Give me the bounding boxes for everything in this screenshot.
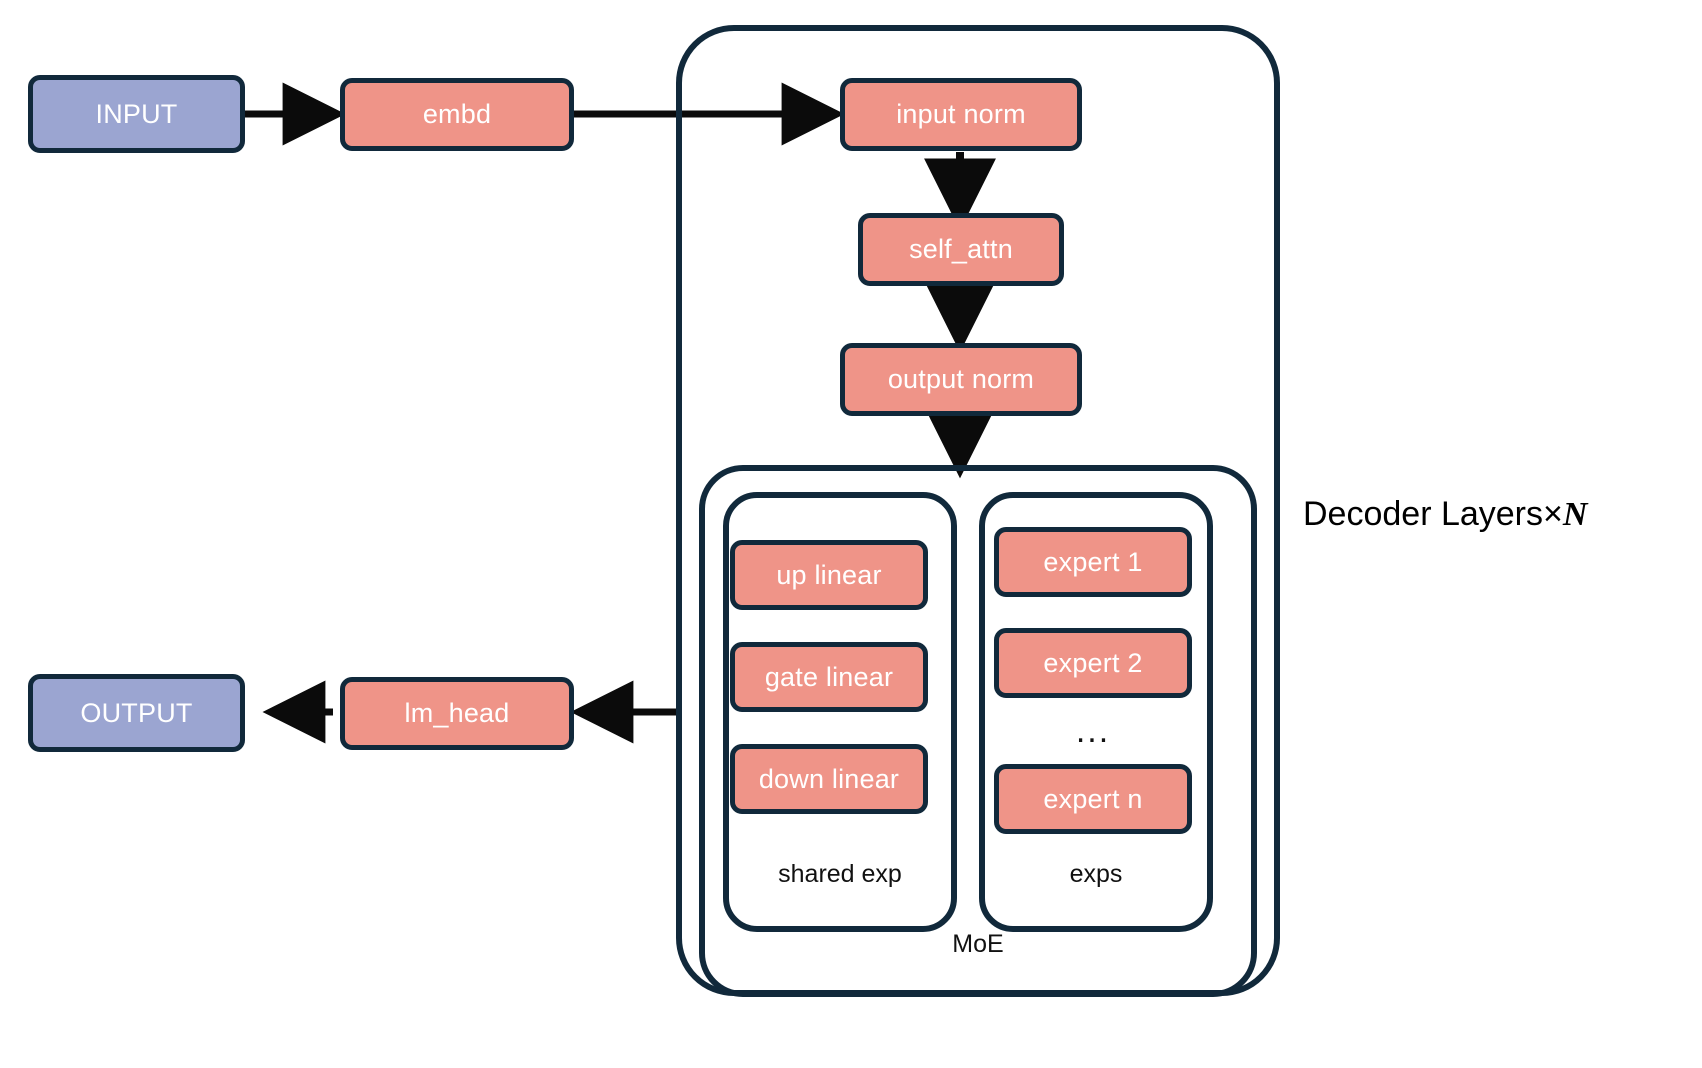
node-expert-n[interactable]: expert n xyxy=(994,764,1192,834)
moe-container xyxy=(699,465,1257,997)
node-input[interactable]: INPUT xyxy=(28,75,245,153)
node-gate-linear[interactable]: gate linear xyxy=(730,642,928,712)
node-input-norm[interactable]: input norm xyxy=(840,78,1082,151)
node-output-norm[interactable]: output norm xyxy=(840,343,1082,416)
routed-experts-container xyxy=(979,492,1213,932)
shared-expert-label: shared exp xyxy=(778,860,902,888)
node-expert-1[interactable]: expert 1 xyxy=(994,527,1192,597)
decoder-caption-text: Decoder Layers× xyxy=(1303,495,1563,533)
decoder-layers-caption: Decoder Layers×N xyxy=(1303,495,1587,534)
node-lm-head[interactable]: lm_head xyxy=(340,677,574,750)
node-down-linear[interactable]: down linear xyxy=(730,744,928,814)
node-self-attn[interactable]: self_attn xyxy=(858,213,1064,286)
shared-expert-container xyxy=(723,492,957,932)
experts-ellipsis: ... xyxy=(1075,712,1111,750)
routed-experts-label: exps xyxy=(1069,860,1123,888)
moe-label: MoE xyxy=(952,930,1004,958)
node-expert-2[interactable]: expert 2 xyxy=(994,628,1192,698)
decoder-caption-var: N xyxy=(1562,496,1588,533)
node-up-linear[interactable]: up linear xyxy=(730,540,928,610)
node-output[interactable]: OUTPUT xyxy=(28,674,245,752)
node-embd[interactable]: embd xyxy=(340,78,574,151)
